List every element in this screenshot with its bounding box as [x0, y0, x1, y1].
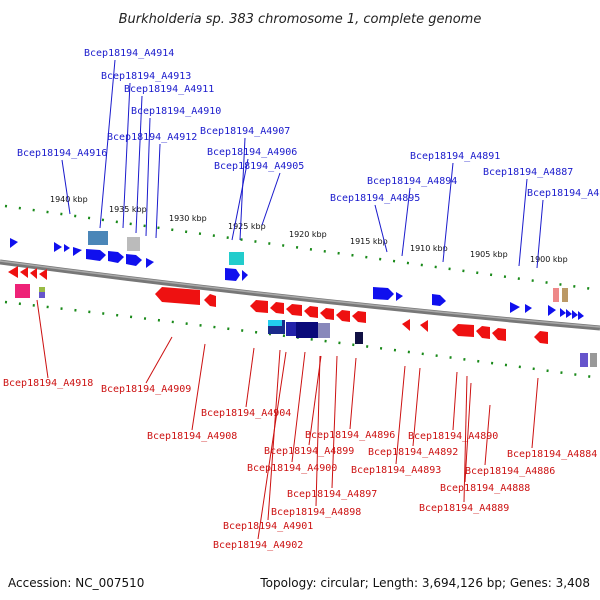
gene-label[interactable]: Bcep18194_A4886 [465, 466, 555, 477]
gene-label[interactable]: Bcep18194_A4901 [223, 521, 313, 532]
scale-label: 1920 kbp [289, 230, 327, 239]
gene-label[interactable]: Bcep18194_A4893 [351, 465, 441, 476]
leader-line [484, 404, 491, 466]
accession-text: Accession: NC_007510 [8, 576, 145, 590]
leader-line [145, 336, 173, 384]
genome-summary-text: Topology: circular; Length: 3,694,126 bp… [260, 576, 590, 590]
gene-label[interactable]: Bcep18194_A4904 [201, 408, 291, 419]
scale-label: 1925 kbp [228, 222, 266, 231]
leader-line [122, 82, 131, 229]
scale-label: 1915 kbp [350, 237, 388, 246]
gene-label[interactable]: Bcep18194_A4895 [330, 193, 420, 204]
gene-label[interactable]: Bcep18194_A4898 [271, 507, 361, 518]
leader-line [257, 351, 287, 540]
scale-labels: 1940 kbp 1935 kbp 1930 kbp 1925 kbp 1920 kbp… [50, 195, 568, 264]
leader-line [261, 172, 281, 226]
gene-label[interactable]: Bcep18194_A4887 [483, 167, 573, 178]
gene-label[interactable]: Bcep18194_A4894 [367, 176, 457, 187]
leader-line [452, 371, 458, 431]
leader-line [245, 347, 255, 408]
gene-label[interactable]: Bcep18194_A4900 [247, 463, 337, 474]
gene-label[interactable]: Bcep18194_A4896 [305, 430, 395, 441]
gene-label[interactable]: Bcep18194_A4888 [440, 483, 530, 494]
leader-line [61, 159, 71, 215]
leader-line [395, 365, 406, 465]
reverse-genes [8, 266, 597, 367]
gene-labels-bottom: Bcep18194_A4918Bcep18194_A4909Bcep18194_… [3, 299, 597, 551]
scale-label: 1935 kbp [109, 205, 147, 214]
gene-label[interactable]: Bcep18194_A4913 [101, 71, 191, 82]
leader-line [349, 357, 357, 430]
gene-label[interactable]: Bcep18194_A4916 [17, 148, 107, 159]
gene-label[interactable]: Bcep18194_A4908 [147, 431, 237, 442]
leader-line [291, 351, 306, 463]
gene-label[interactable]: Bcep18194_A4897 [287, 489, 377, 500]
leader-line [401, 187, 411, 257]
gene-label[interactable]: Bcep18194_A4905 [214, 161, 304, 172]
leader-line [518, 178, 528, 267]
scale-track-inner [4, 300, 600, 380]
leader-line [155, 143, 161, 239]
gene-label[interactable]: Bcep18194_A4906 [207, 147, 297, 158]
gene-label[interactable]: Bcep18194_A4891 [410, 151, 500, 162]
leader-line [315, 355, 321, 507]
forward-genes [10, 231, 584, 320]
leader-line [331, 355, 338, 489]
leader-line [463, 375, 468, 503]
scale-track-outer [4, 204, 600, 292]
gene-label[interactable]: Bcep18194_A4909 [101, 384, 191, 395]
leader-line [536, 199, 544, 269]
gene-label[interactable]: Bcep18194_A4889 [419, 503, 509, 514]
scale-label: 1910 kbp [410, 244, 448, 253]
leader-line [191, 343, 206, 431]
gene-label[interactable]: Bcep18194_A4884 [507, 449, 597, 460]
gene-label[interactable]: Bcep18194_A4910 [131, 106, 221, 117]
gene-label[interactable]: Bcep18194_A4907 [200, 126, 290, 137]
map-title: Burkholderia sp. 383 chromosome 1, compl… [119, 12, 482, 27]
gene-labels-top: Bcep18194_A4914Bcep18194_A4913Bcep18194_… [17, 48, 600, 269]
leader-line [145, 117, 151, 237]
scale-label: 1905 kbp [470, 250, 508, 259]
leader-line [442, 162, 454, 263]
leader-line [135, 95, 143, 234]
leader-line [36, 299, 49, 379]
leader-line [374, 204, 388, 253]
gene-label[interactable]: Bcep18194_A4885 [527, 188, 600, 199]
leader-line [308, 355, 322, 446]
scale-label: 1930 kbp [169, 214, 207, 223]
gene-label[interactable]: Bcep18194_A4918 [3, 378, 93, 389]
gene-label[interactable]: Bcep18194_A4914 [84, 48, 174, 59]
backbone [0, 259, 600, 331]
leader-line [531, 377, 539, 449]
scale-label: 1900 kbp [530, 255, 568, 264]
gene-label[interactable]: Bcep18194_A4902 [213, 540, 303, 551]
gene-label[interactable]: Bcep18194_A4892 [368, 447, 458, 458]
leader-line [412, 367, 421, 447]
gene-label[interactable]: Bcep18194_A4899 [264, 446, 354, 457]
leader-line [464, 382, 472, 483]
gene-label[interactable]: Bcep18194_A4912 [107, 132, 197, 143]
gene-label[interactable]: Bcep18194_A4890 [408, 431, 498, 442]
scale-label: 1940 kbp [50, 195, 88, 204]
leader-line [231, 158, 249, 241]
gene-label[interactable]: Bcep18194_A4911 [124, 84, 214, 95]
leader-line [99, 59, 116, 229]
